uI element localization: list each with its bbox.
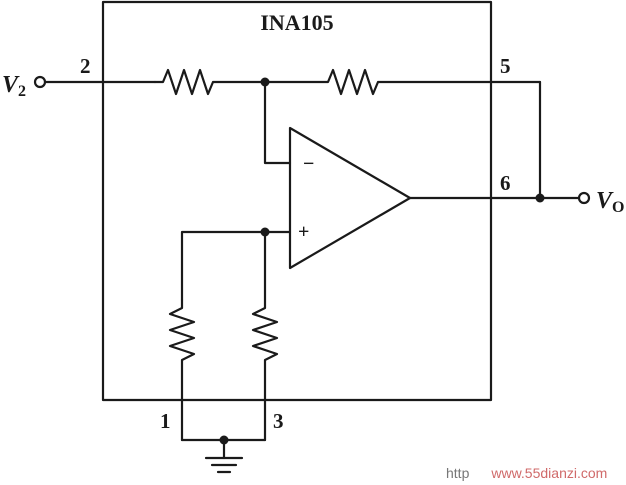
pin-3-label: 3: [273, 409, 284, 433]
vo-signal-label: VO: [596, 188, 624, 216]
pin-6-label: 6: [500, 171, 511, 195]
resistor-ref-1: [168, 298, 196, 442]
pin-2-label: 2: [80, 54, 91, 78]
inverting-input-wire: [263, 80, 292, 165]
opamp-plus-sign: +: [298, 221, 309, 243]
pin-1-label: 1: [160, 409, 171, 433]
resistor-feedback: [263, 68, 542, 96]
v2-signal-label: V2: [2, 72, 26, 100]
ic-title: INA105: [260, 10, 333, 35]
v2-input-terminal: [33, 75, 47, 89]
noninverting-input-wire: [180, 230, 292, 302]
opamp-triangle: [288, 126, 412, 270]
opamp-minus-sign: −: [303, 153, 314, 175]
resistor-input: [153, 68, 267, 96]
vo-output-terminal: [577, 191, 591, 205]
pin-5-label: 5: [500, 54, 511, 78]
junction-output-node: [535, 193, 545, 203]
resistor-ref-3: [251, 230, 279, 442]
ic-package-outline: [101, 0, 493, 402]
ground-icon: [204, 456, 244, 474]
